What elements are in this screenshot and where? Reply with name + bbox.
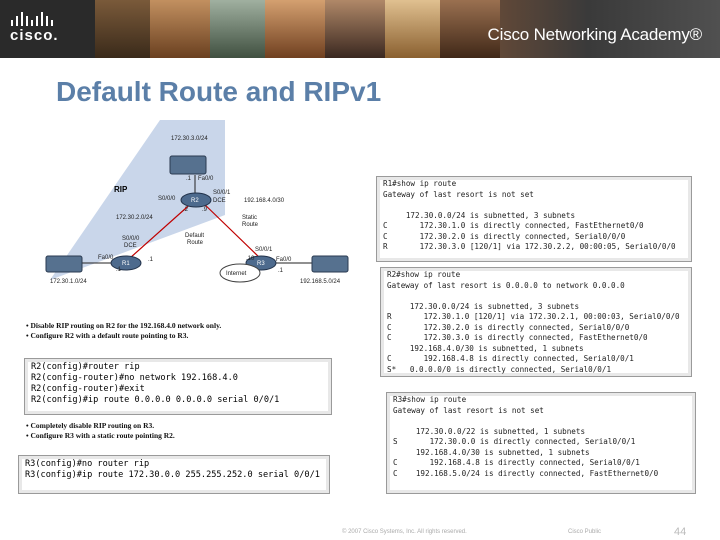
static-route-label: Route: [242, 222, 259, 228]
cisco-bars-icon: [11, 12, 53, 26]
r2-config-commands: R2(config)#router rip R2(config-router)#…: [24, 358, 332, 415]
cli-line: R2#show ip route: [387, 270, 461, 279]
dce-label: DCE: [213, 198, 226, 204]
banner-photo: [385, 0, 440, 58]
cli-line: 172.30.0.0/24 is subnetted, 3 subnets: [383, 210, 576, 220]
banner-photo: [500, 0, 720, 58]
cli-line: [383, 200, 691, 211]
internet-cloud-icon: [219, 263, 261, 283]
dce-label: DCE: [124, 243, 137, 249]
iface-label: S0/0/0: [122, 236, 140, 242]
cli-line: R2(config)#router rip: [31, 362, 140, 372]
net-label: 172.30.2.0/24: [116, 215, 153, 221]
ip-label: .10: [246, 256, 255, 262]
banner-photo: [95, 0, 150, 58]
banner-photo: [265, 0, 325, 58]
cli-line: 172.30.0.0/24 is subnetted, 3 subnets: [387, 301, 580, 311]
cli-line: 172.30.0.0/22 is subnetted, 1 subnets: [393, 426, 586, 436]
instructions-r2: • Disable RIP routing on R2 for the 192.…: [26, 321, 356, 341]
default-route-label: Default: [185, 233, 204, 239]
cli-line: R2(config-router)#no network 192.168.4.0: [31, 373, 238, 383]
cli-line: C 192.168.4.8 is directly connected, Ser…: [387, 354, 634, 363]
router-name: R1: [122, 261, 130, 267]
ip-label: .2: [183, 207, 189, 213]
iface-label: S0/0/0: [158, 196, 176, 202]
page-title: Default Route and RIPv1: [56, 76, 382, 107]
cli-line: C 172.30.2.0 is directly connected, Seri…: [387, 322, 630, 332]
cli-line: R 172.30.3.0 [120/1] via 172.30.2.2, 00:…: [383, 242, 676, 251]
internet-label: Internet: [226, 271, 247, 277]
footer-classification: Cisco Public: [568, 529, 602, 535]
footer-copyright: © 2007 Cisco Systems, Inc. All rights re…: [342, 529, 467, 535]
cli-line: R2(config-router)#exit: [31, 384, 145, 394]
cli-line: 192.168.4.0/30 is subnetted, 1 subnets: [387, 343, 584, 353]
ip-label: .1: [116, 267, 122, 273]
iface-label: Fa0/0: [276, 257, 292, 263]
banner-photo: [150, 0, 210, 58]
r3-config-commands: R3(config)#no router rip R3(config)#ip r…: [18, 455, 330, 494]
ip-label: .1: [278, 268, 284, 274]
cli-line: C 172.30.2.0 is directly connected, Seri…: [383, 231, 626, 241]
iface-label: S0/0/1: [255, 247, 273, 253]
banner-photo: [440, 0, 500, 58]
cli-line: Gateway of last resort is not set: [383, 189, 534, 199]
cli-line: Gateway of last resort is 0.0.0.0 to net…: [387, 280, 625, 290]
cli-line: C 192.168.4.8 is directly connected, Ser…: [393, 458, 640, 467]
cli-line: R2(config)#ip route 0.0.0.0 0.0.0.0 seri…: [31, 395, 280, 405]
cli-line: Gateway of last resort is not set: [393, 405, 544, 415]
academy-brand: Cisco Networking Academy®: [487, 25, 703, 44]
network-diagram: 172.30.3.0/24 Fa0/0 .1 RIP S0/0/0 S0/0/1…: [45, 120, 349, 285]
cli-line: R1#show ip route: [383, 179, 457, 188]
ip-label: .1: [148, 257, 154, 263]
switch-icon: [45, 255, 83, 273]
cli-line: R 172.30.1.0 [120/1] via 172.30.2.1, 00:…: [387, 312, 680, 321]
static-route-label: Static: [242, 215, 257, 221]
cli-line: [393, 416, 695, 427]
cli-line: C 172.30.3.0 is directly connected, Fast…: [387, 333, 648, 342]
bullet-item: • Configure R2 with a default route poin…: [26, 331, 189, 340]
header-banner: cisco. Cisco Networking Academy®: [0, 0, 720, 58]
iface-label: Fa0/0: [198, 176, 214, 182]
cli-line: S* 0.0.0.0/0 is directly connected, Seri…: [387, 364, 612, 374]
cli-line: R3(config)#ip route 172.30.0.0 255.255.2…: [25, 470, 320, 480]
bullet-item: • Disable RIP routing on R2 for the 192.…: [26, 321, 222, 330]
rip-label: RIP: [114, 185, 128, 194]
router-name: R2: [191, 198, 199, 204]
link-r1-r2: [129, 199, 196, 259]
iface-label: S0/0/1: [213, 190, 231, 196]
r3-route-table: R3#show ip route Gateway of last resort …: [386, 392, 696, 494]
bullet-item: • Completely disable RIP routing on R3.: [26, 421, 155, 430]
banner-photo: [210, 0, 265, 58]
router-icon: [180, 192, 212, 208]
router-name: R3: [257, 261, 265, 267]
cli-line: S 172.30.0.0 is directly connected, Seri…: [393, 437, 636, 446]
net-label: 172.30.3.0/24: [171, 136, 208, 142]
cli-line: R3#show ip route: [393, 395, 467, 404]
page-number: 44: [674, 526, 687, 538]
switch-icon: [311, 255, 349, 273]
cli-line: [387, 291, 691, 302]
default-route-label: Route: [187, 240, 204, 246]
bullet-item: • Configure R3 with a static route point…: [26, 431, 175, 440]
switch-icon: [169, 155, 207, 175]
cli-line: R3(config)#no router rip: [25, 459, 150, 469]
link-r2-r3: [199, 199, 263, 261]
banner-photo: [325, 0, 385, 58]
ip-label: .9: [202, 207, 208, 213]
r2-route-table: R2#show ip route Gateway of last resort …: [380, 267, 692, 377]
instructions-r3: • Completely disable RIP routing on R3. …: [26, 421, 356, 441]
ip-label: .1: [186, 176, 192, 182]
net-label: 192.168.4.0/30: [244, 198, 285, 204]
router-icon: [110, 255, 142, 271]
iface-label: Fa0/0: [98, 255, 114, 261]
net-label: 172.30.1.0/24: [50, 279, 87, 285]
r1-route-table: R1#show ip route Gateway of last resort …: [376, 176, 692, 262]
net-label: 192.168.5.0/24: [300, 279, 341, 285]
cisco-logo-text: cisco.: [10, 27, 59, 44]
cli-line: C 192.168.5.0/24 is directly connected, …: [393, 468, 659, 478]
cli-line: C 172.30.1.0 is directly connected, Fast…: [383, 221, 644, 230]
cli-line: 192.168.4.0/30 is subnetted, 1 subnets: [393, 447, 590, 457]
